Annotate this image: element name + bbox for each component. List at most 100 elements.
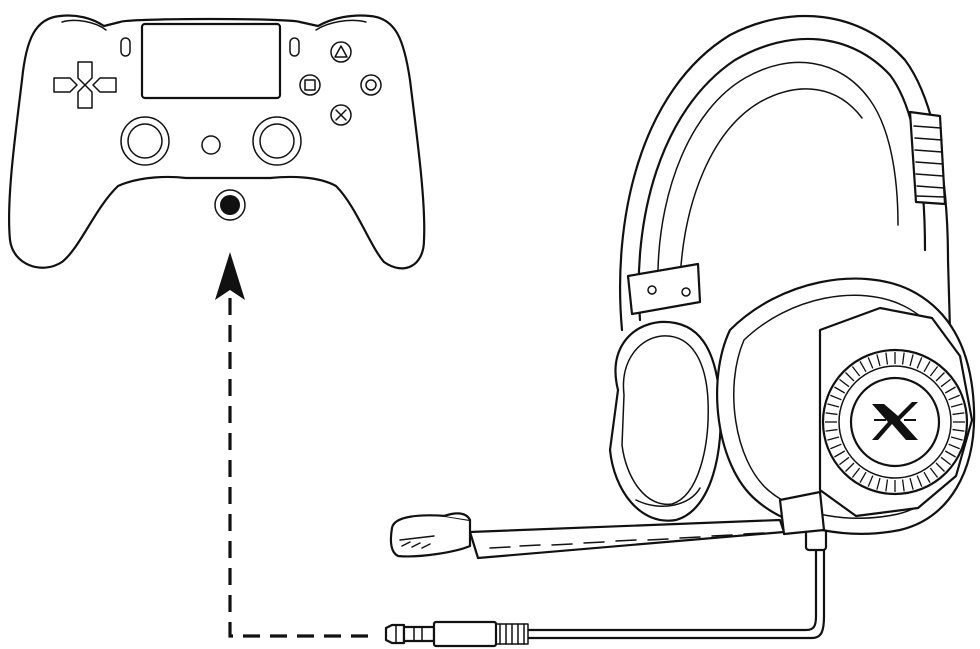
triangle-button	[330, 41, 352, 63]
speaker-grille-inner	[838, 365, 952, 479]
mic-boom	[468, 518, 786, 560]
grille-vent	[950, 403, 963, 408]
headset-cable-outer	[528, 548, 818, 632]
grille-vent	[827, 436, 840, 441]
audio-jack-port	[220, 195, 240, 215]
headset-cable-inner	[528, 548, 826, 640]
mic-tip	[443, 512, 471, 521]
grille-vent	[825, 412, 838, 416]
grille-vent	[952, 412, 965, 416]
plug-strain-relief	[499, 623, 525, 645]
grille-vent	[876, 477, 881, 490]
face-buttons	[299, 41, 382, 126]
triangle-icon	[334, 45, 348, 58]
share-button	[120, 37, 131, 57]
left-earcup	[608, 320, 722, 522]
grille-vent	[944, 450, 956, 458]
grille-vent	[845, 372, 855, 382]
square-button	[299, 74, 321, 96]
right-stick	[259, 123, 295, 159]
touchpad	[140, 22, 282, 100]
grille-vent	[851, 366, 861, 377]
dpad-left	[53, 77, 78, 93]
boom-joint	[778, 490, 826, 536]
grille-vent	[851, 467, 861, 478]
square-icon	[304, 79, 316, 91]
grille-vents	[825, 352, 965, 492]
grille-vent	[901, 479, 905, 492]
plug-grip	[495, 623, 529, 645]
left-stick-ring	[120, 116, 170, 166]
left-earcup-cushion	[621, 335, 709, 505]
plug-housing	[432, 620, 498, 648]
dpad	[53, 61, 117, 109]
grille-vent	[948, 443, 960, 450]
circle-button	[360, 74, 382, 96]
grille-vent	[867, 357, 874, 369]
grille-vent	[950, 436, 963, 441]
grille-vent	[885, 479, 889, 492]
dashed-connection-line	[228, 298, 372, 638]
grille-vent	[839, 378, 850, 388]
plug-sleeve	[402, 625, 436, 643]
grille-vent	[952, 428, 965, 432]
grille-vent	[948, 394, 960, 401]
bracket-rivet	[647, 285, 657, 295]
arrowhead-icon	[215, 252, 245, 300]
dpad-down	[77, 84, 93, 109]
plug-rings	[413, 626, 423, 642]
grille-vent	[909, 354, 914, 367]
grille-vent	[923, 471, 931, 483]
left-shoulder	[61, 19, 107, 31]
left-slider-bracket	[626, 262, 702, 316]
cross-button	[330, 104, 352, 126]
grille-vent	[830, 394, 842, 401]
grille-vent	[825, 428, 838, 432]
right-stick-ring	[252, 116, 302, 166]
grille-vent	[929, 366, 939, 377]
mic-vents	[401, 541, 431, 549]
cross-icon	[335, 109, 347, 121]
grille-vent	[940, 456, 951, 466]
grille-vent	[839, 456, 850, 466]
grille-vent	[909, 477, 914, 490]
grip-ridges	[913, 125, 945, 198]
grille-vent	[916, 357, 923, 369]
grille-vent	[830, 443, 842, 450]
grille-vent	[834, 386, 846, 394]
grille-vent	[929, 467, 939, 478]
left-stick	[127, 123, 163, 159]
grille-vent	[885, 352, 889, 365]
headband-padding-inner	[679, 88, 863, 281]
audio-jack-ring	[214, 189, 246, 221]
connection-arrow	[215, 252, 372, 638]
options-button	[289, 37, 300, 57]
dpad-right	[92, 77, 117, 93]
grille-vent	[834, 450, 846, 458]
circle-icon	[365, 79, 377, 91]
grille-vent	[916, 475, 923, 487]
bracket-rivet	[681, 287, 691, 297]
grille-vent	[944, 386, 956, 394]
grille-vent	[827, 403, 840, 408]
grille-vent	[923, 361, 931, 373]
dpad-up	[77, 61, 93, 86]
mic-slot	[399, 535, 435, 541]
grille-vent	[935, 462, 945, 472]
right-slider-grip	[908, 110, 947, 206]
brand-logo-icon	[872, 402, 918, 440]
audio-plug	[384, 620, 529, 648]
right-shoulder	[315, 19, 367, 31]
grille-vent	[901, 352, 905, 365]
grille-vent	[845, 462, 855, 472]
headband-padding	[657, 61, 899, 271]
left-earcup-edge	[635, 487, 701, 507]
mic-boom-segments	[489, 532, 765, 549]
grille-vent	[867, 475, 874, 487]
headset	[389, 14, 976, 560]
game-controller	[7, 14, 426, 270]
ps-button	[201, 135, 221, 155]
grille-vent	[935, 372, 945, 382]
grille-vent	[859, 471, 867, 483]
